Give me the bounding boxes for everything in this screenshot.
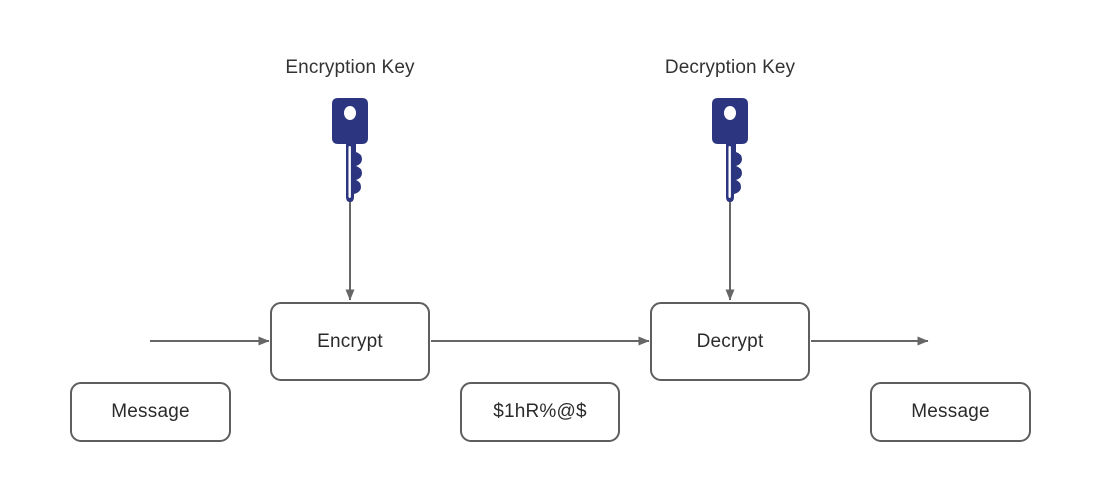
- decrypted-message-node[interactable]: Message: [870, 382, 1031, 442]
- decrypt-node[interactable]: Decrypt: [650, 302, 810, 381]
- encryption-key-label: Encryption Key: [285, 57, 415, 78]
- encrypt-node[interactable]: Encrypt: [270, 302, 430, 381]
- decryption-key-label: Decryption Key: [664, 57, 796, 78]
- ciphertext-node[interactable]: $1hR%@$: [460, 382, 620, 442]
- key-icon: [712, 98, 748, 202]
- key-icon: [332, 98, 368, 202]
- plaintext-message-node[interactable]: Message: [70, 382, 231, 442]
